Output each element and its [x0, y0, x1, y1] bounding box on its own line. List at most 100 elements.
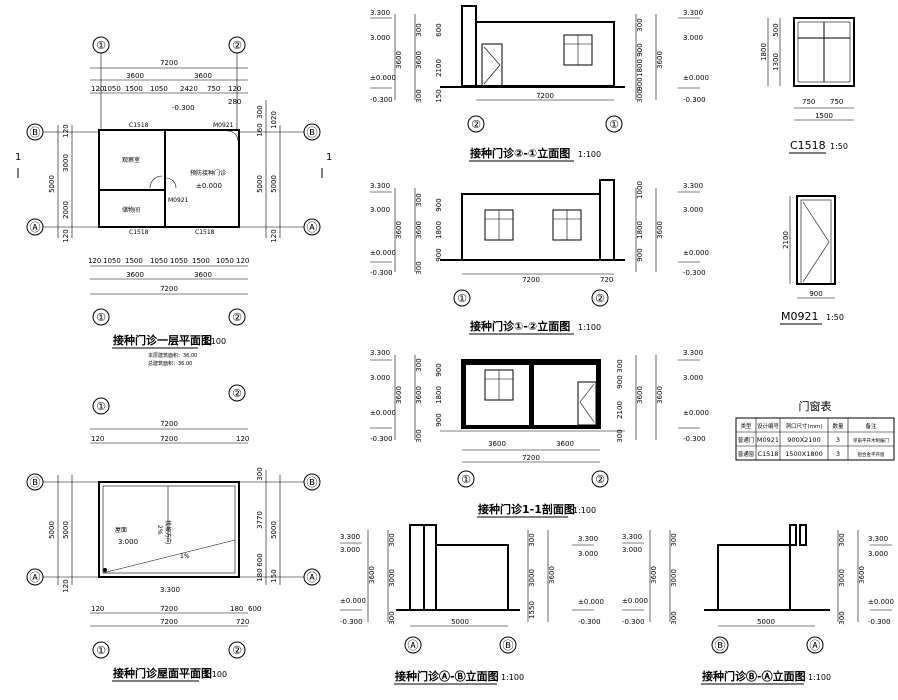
plan-dim-1500-a: 1500	[125, 85, 143, 93]
eba-elev-3300-right: 3.300	[868, 535, 888, 543]
e12-dim-900-b: 900	[435, 248, 443, 261]
s11-axis-1: ①	[461, 473, 471, 486]
roof-axis-1-bottom: ①	[96, 644, 106, 657]
e12-dim-300-b: 300	[415, 261, 423, 274]
plan-tag-c1518-bottom-right: C1518	[195, 229, 215, 236]
elevation-a-b: 3.300 3.000 ±0.000 -0.300 3600 300 3000 …	[340, 524, 604, 685]
e21-dim-900-r-a: 900	[636, 43, 644, 56]
title-elev-1-2: 接种门诊①-②立面图	[470, 319, 570, 333]
elevation-b-a: 3.300 3.000 ±0.000 -0.300 3600 300 3000 …	[622, 524, 894, 685]
title-elev-2-1: 接种门诊②-①立面图	[470, 146, 570, 160]
s11-dim-300-a: 300	[415, 358, 423, 371]
plan-dim-1020-right: 1020	[270, 111, 278, 129]
eab-axis-A: Ⓐ	[408, 639, 419, 652]
e12-elev-m300-right: -0.300	[683, 269, 706, 277]
roof-axis-A-left: Ⓐ	[30, 571, 41, 584]
roof-dim-120-left: 120	[62, 579, 70, 592]
plan-dim-3600-top-right: 3600	[194, 72, 212, 80]
plan-dim-1500-c: 1500	[192, 257, 210, 265]
roof-drain-note: 找坡方向	[164, 520, 172, 544]
s11-dim-300-b: 300	[415, 429, 423, 442]
plan-dim-1050-f: 1050	[216, 257, 234, 265]
e21-dim-150: 150	[435, 89, 443, 102]
e12-dim-1800-r: 1800	[636, 221, 644, 239]
e21-elev-0-left: ±0.000	[370, 74, 396, 82]
eba-elev-0-right: ±0.000	[868, 598, 894, 606]
s11-dim-3600-r-outer: 3600	[656, 386, 664, 404]
roof-label: 屋面	[115, 527, 127, 534]
axis-1-top: ①	[96, 39, 106, 52]
e12-dim-3600-inner: 3600	[415, 221, 423, 239]
schedule-row-0-qty: 3	[836, 436, 840, 444]
s11-dim-300-r-a: 300	[616, 359, 624, 372]
door-m0921-detail: 2100 900 M0921 1:50	[780, 195, 844, 325]
roof-plan: ① ② 7200 120 7200 120 屋面 3.000 1% 2% 找坡方…	[26, 384, 321, 682]
s11-elev-0-left: ±0.000	[370, 409, 396, 417]
plan-dim-5000-right-inner: 5000	[256, 175, 264, 193]
section-mark-right: 1	[326, 152, 332, 163]
eab-dim-5000: 5000	[451, 618, 469, 626]
e12-elev-3000-left: 3.000	[370, 206, 390, 214]
roof-slope: 1%	[180, 553, 190, 560]
eab-elev-0-left: ±0.000	[340, 597, 366, 605]
axis-A-left: Ⓐ	[30, 221, 41, 234]
schedule-title: 门窗表	[799, 399, 832, 413]
roof-dim-5000-right: 5000	[270, 521, 278, 539]
roof-eave-elev: 3.300	[160, 586, 180, 594]
roof-axis-A-right: Ⓐ	[307, 571, 318, 584]
schedule-header-note: 备注	[865, 422, 877, 430]
e21-dim-3600-inner: 3600	[415, 51, 423, 69]
c1518-dim-1800: 1800	[760, 43, 768, 61]
e21-elev-3300-right: 3.300	[683, 9, 703, 17]
roof-dim-7200-top-a: 7200	[160, 420, 178, 428]
eab-dim-3000-r: 3000	[528, 569, 536, 587]
plan-dim-120-left-bottom: 120	[62, 229, 70, 242]
e12-dim-1800: 1800	[435, 221, 443, 239]
eab-elev-3300-right: 3.300	[578, 535, 598, 543]
s11-elev-3000-left: 3.000	[370, 374, 390, 382]
e12-dim-3600: 3600	[395, 221, 403, 239]
axis-B-left: Ⓑ	[30, 126, 41, 139]
roof-dim-5000-left: 5000	[48, 521, 56, 539]
section-1-1: 3.300 3.000 ±0.000 -0.300 3600 300 3600 …	[370, 349, 709, 518]
eab-elev-m300-left: -0.300	[340, 618, 363, 626]
eab-dim-3000: 3000	[388, 569, 396, 587]
e21-dim-2100: 2100	[435, 59, 443, 77]
scale-section-1-1: 1:100	[573, 506, 596, 515]
e12-axis-1: ①	[457, 292, 467, 305]
roof-dim-120-b: 120	[236, 435, 249, 443]
schedule-row-0-note: 单扇平开木制编门	[853, 437, 889, 444]
e12-elev-3300-right: 3.300	[683, 182, 703, 190]
roof-dim-7200-bottom-a: 7200	[160, 605, 178, 613]
roof-dim-300-right: 300	[256, 467, 264, 480]
roof-axis-B-right: Ⓑ	[307, 476, 318, 489]
eba-dim-3000: 3000	[670, 569, 678, 587]
ground-floor-plan: ① ② 7200 3600 3600 120 1050 1500 1050 24…	[15, 36, 332, 367]
e12-dim-7200: 7200	[522, 276, 540, 284]
m0921-dim-2100: 2100	[782, 231, 790, 249]
window-c1518-detail: 1800 500 1300 750 750 1500 C1518 1:50	[760, 17, 855, 154]
s11-dim-3600-left: 3600	[488, 440, 506, 448]
title-elev-a-b: 接种门诊Ⓐ-Ⓑ立面图	[395, 669, 499, 683]
axis-B-right: Ⓑ	[307, 126, 318, 139]
eba-elev-0-left: ±0.000	[622, 597, 648, 605]
plan-dim-1050-e: 1050	[170, 257, 188, 265]
plan-dim-3000-left: 3000	[62, 154, 70, 172]
eba-dim-300-r-a: 300	[838, 533, 846, 546]
e21-dim-3600-r: 3600	[656, 51, 664, 69]
s11-elev-0-right: ±0.000	[683, 409, 709, 417]
schedule-row-1-qty: 3	[836, 450, 840, 458]
s11-dim-900-a: 900	[435, 363, 443, 376]
schedule-row-0-code: M0921	[757, 436, 779, 444]
roof-dim-150-right: 150	[270, 569, 278, 582]
e12-dim-720: 720	[600, 276, 613, 284]
e12-elev-0-right: ±0.000	[683, 249, 709, 257]
schedule-row-1-size: 1500X1800	[785, 450, 823, 458]
plan-dim-120-c: 120	[88, 257, 101, 265]
title-ground-floor: 接种门诊一层平面图	[113, 333, 212, 347]
eab-elev-m300-right: -0.300	[578, 618, 601, 626]
scale-elev-1-2: 1:100	[578, 323, 601, 332]
e21-dim-300-r-b: 300	[636, 89, 644, 102]
e12-elev-m300-left: -0.300	[370, 269, 393, 277]
roof-dim-120-c: 120	[91, 605, 104, 613]
